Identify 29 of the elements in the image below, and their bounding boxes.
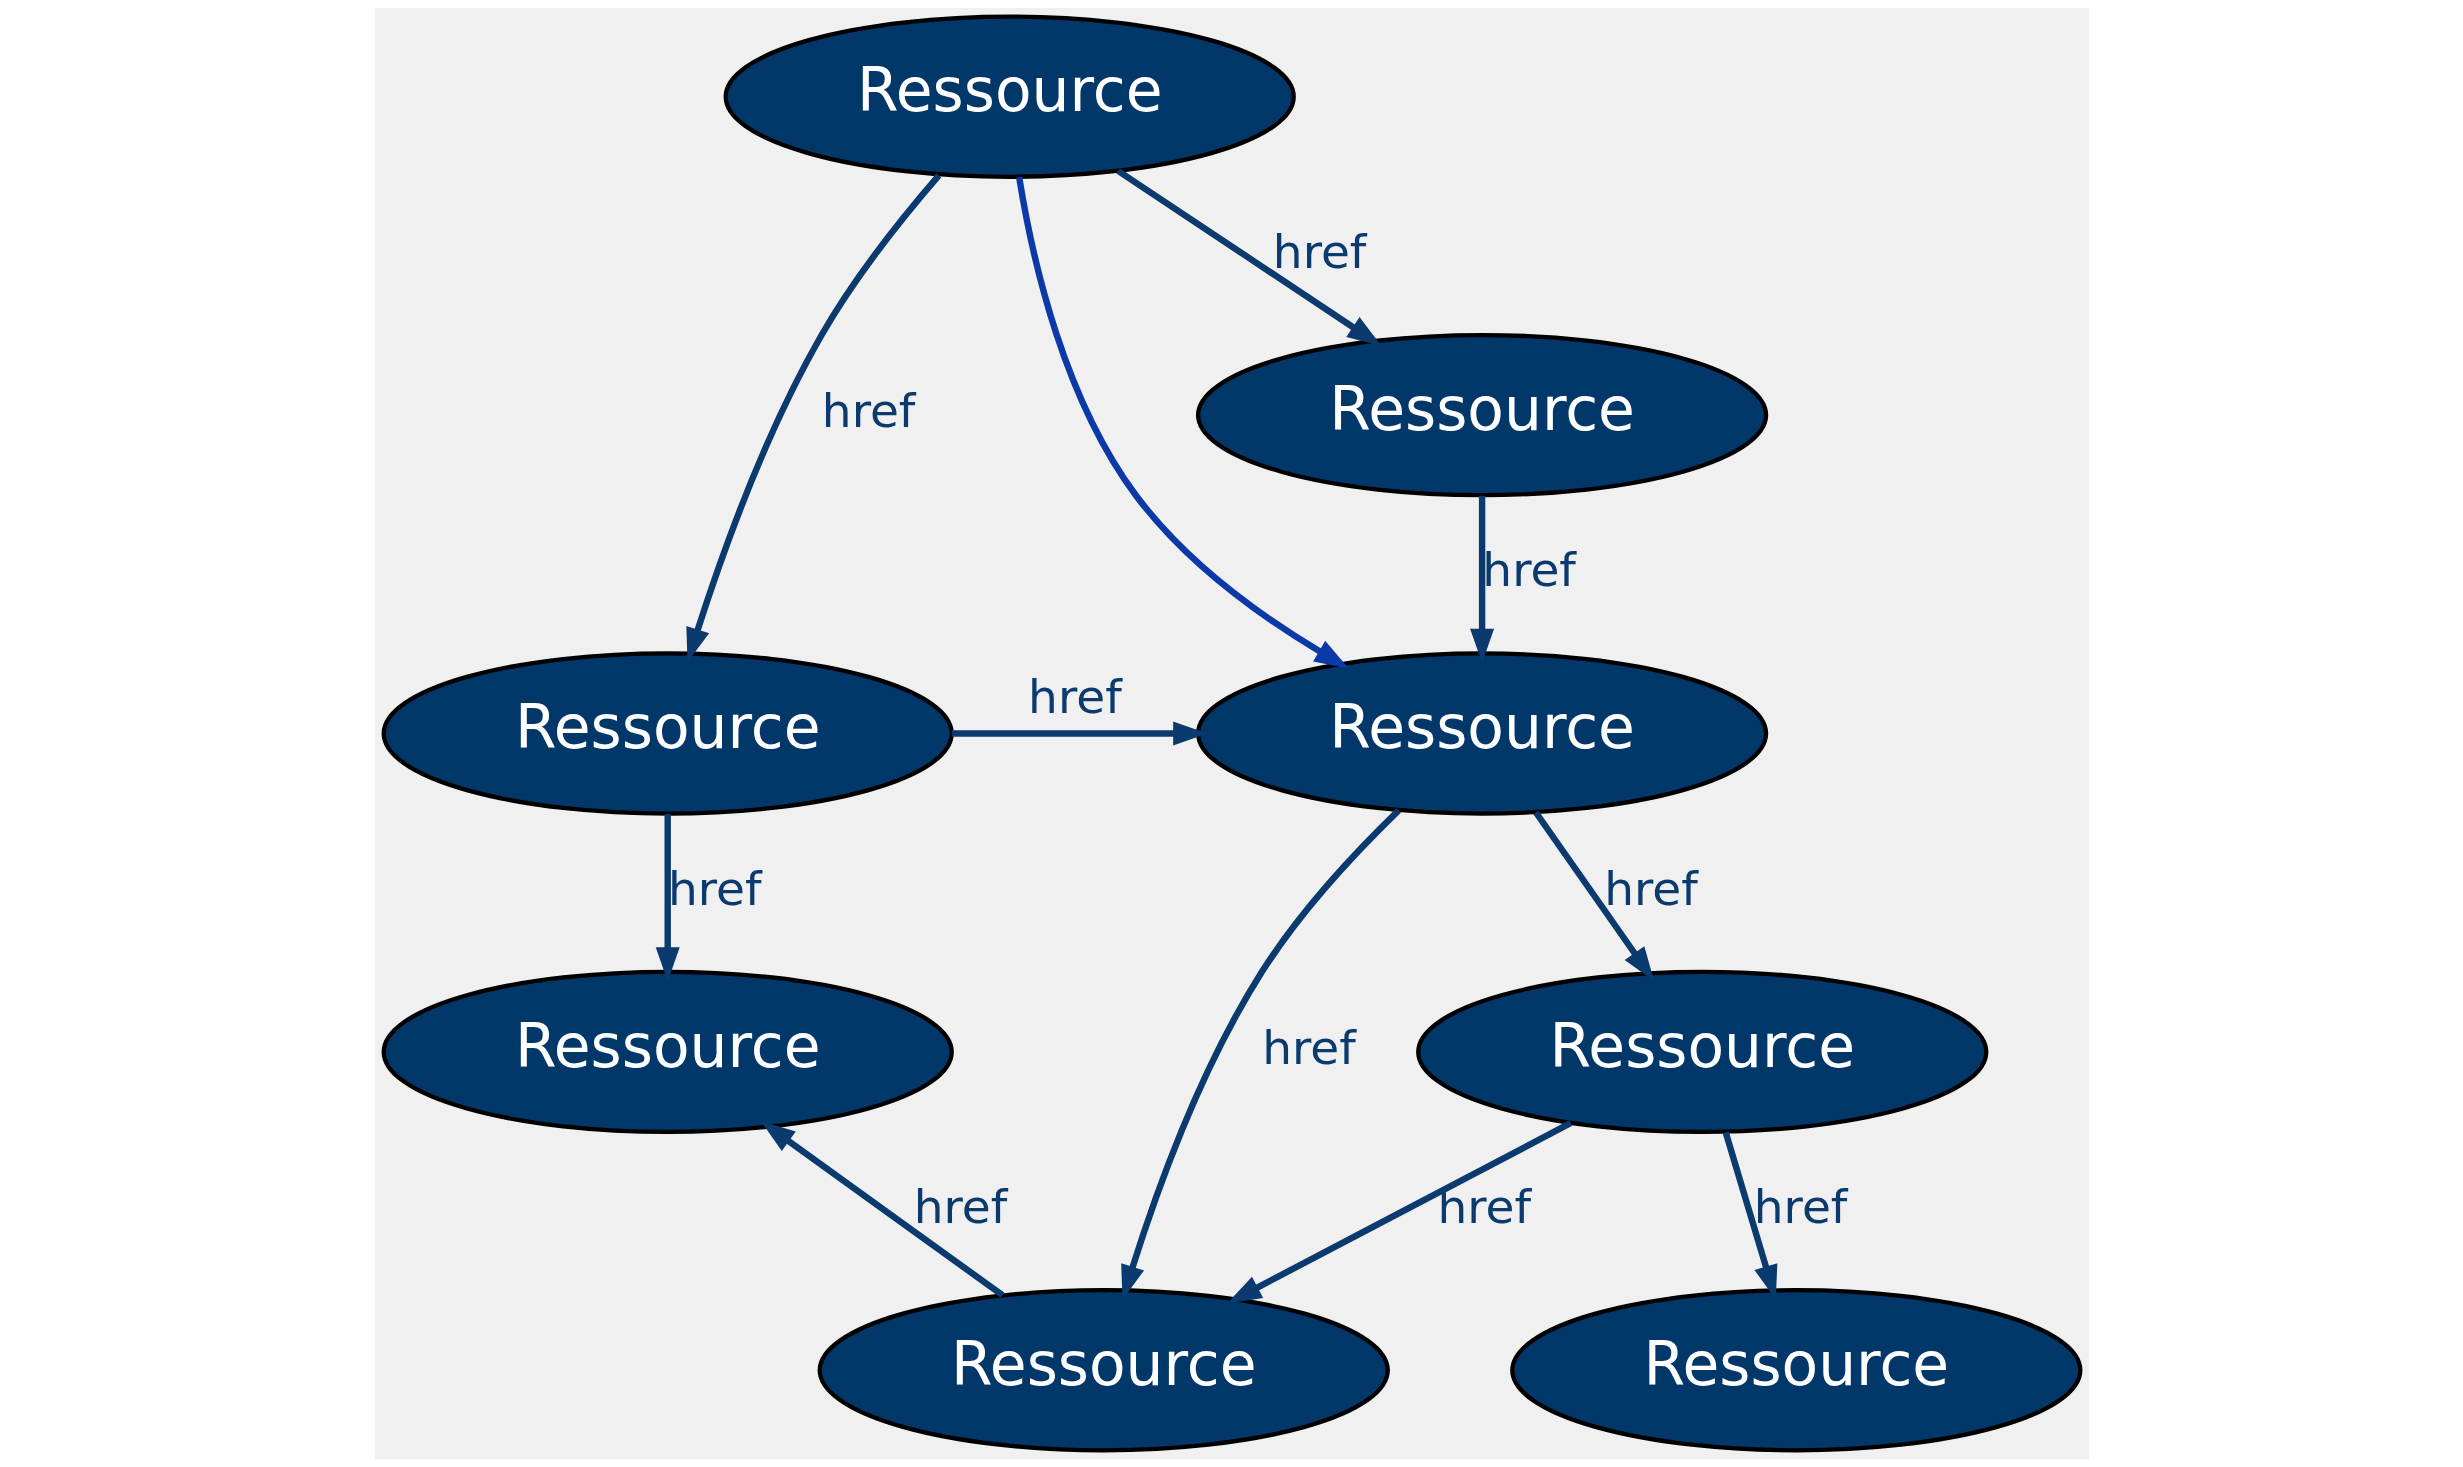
arrow — [1532, 810, 1654, 982]
arrow — [685, 173, 941, 663]
arrow — [1015, 176, 1349, 669]
node-ellipse: Ressource — [1195, 651, 1768, 816]
node-ellipse: Ressource — [1195, 332, 1768, 498]
arrow — [1469, 495, 1494, 664]
edge-label: href — [1261, 1019, 1356, 1075]
edge-label: href — [913, 1179, 1007, 1235]
edge-label: href — [1027, 669, 1122, 725]
node-ellipse: Ressource — [723, 14, 1296, 179]
edge-label: href — [667, 860, 762, 916]
edge-label: href — [821, 383, 915, 439]
arrow — [1115, 168, 1381, 347]
arrow — [1226, 1120, 1572, 1304]
arrow — [1722, 1131, 1777, 1300]
arrow — [951, 721, 1207, 746]
edge-label: href — [1753, 1179, 1847, 1235]
node-ellipse: Ressource — [1509, 1288, 2082, 1453]
node-ellipse: Ressource — [381, 651, 954, 816]
arrow — [1120, 808, 1401, 1300]
edge-label: href — [1272, 223, 1366, 279]
edge-label: href — [1436, 1179, 1531, 1235]
arrow — [760, 1121, 1004, 1298]
edge-label: href — [1603, 860, 1698, 916]
node-ellipse: Ressource — [1415, 969, 1988, 1135]
node-ellipse: Ressource — [381, 969, 954, 1135]
node-ellipse: Ressource — [817, 1288, 1390, 1453]
edge-label: href — [1481, 542, 1576, 598]
arrow — [655, 814, 680, 982]
